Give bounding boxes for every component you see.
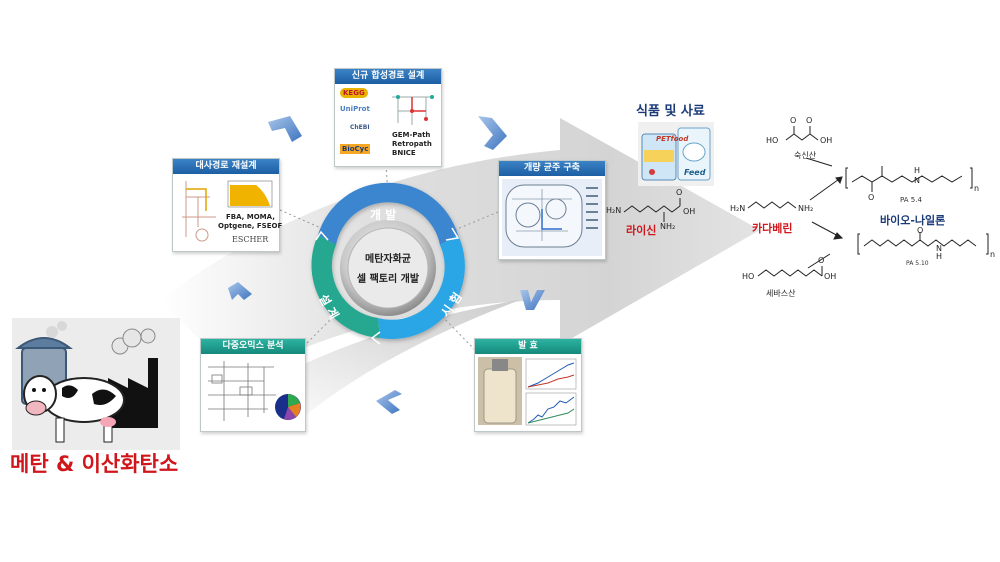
succinic-ho: HO bbox=[766, 136, 779, 145]
sebacic-ho: HO bbox=[742, 272, 755, 281]
card-multiomics-body bbox=[204, 357, 302, 428]
pet-food-label: PETfood bbox=[656, 135, 689, 143]
card-fermentation-title: 발 효 bbox=[475, 339, 581, 354]
methane-sources-illustration bbox=[12, 318, 180, 450]
pa54-h: H bbox=[914, 166, 921, 175]
cadaverine-structure bbox=[747, 201, 797, 209]
tool-retropath: Retropath bbox=[392, 140, 432, 148]
lysine-h2n: H₂N bbox=[606, 206, 622, 215]
succinic-structure bbox=[785, 126, 819, 141]
lysine-oh: OH bbox=[683, 207, 696, 216]
chebi-logo: ChEBI bbox=[350, 124, 370, 131]
sebacic-o: O bbox=[818, 256, 825, 265]
kegg-logo: KEGG bbox=[340, 88, 368, 98]
tool-bnice: BNICE bbox=[392, 149, 416, 157]
hub-title-line2: 셀 팩토리 개발 bbox=[356, 274, 420, 285]
pa510-o: O bbox=[917, 226, 924, 235]
lysine-o: O bbox=[676, 188, 683, 197]
fermentation-graphic bbox=[478, 357, 577, 426]
lower-swoosh bbox=[250, 300, 520, 420]
chevron-top-right bbox=[478, 116, 507, 150]
methane-co2-caption: 메탄 & 이산화탄소 bbox=[10, 452, 179, 476]
card-new-pathway-title: 신규 합성경로 설계 bbox=[335, 69, 441, 84]
card-metabolic-redesign-body: FBA, MOMA, Optgene, FSEOF ESCHER bbox=[176, 177, 282, 248]
card-new-pathway-body: KEGG UniProt ChEBI BioCyc GEM-Path Retro… bbox=[338, 87, 438, 163]
food-feed-products bbox=[638, 122, 714, 186]
card-fermentation-body bbox=[478, 357, 578, 428]
escher-logo: ESCHER bbox=[232, 235, 269, 244]
card-strain-construction: 개량 균주 구축 bbox=[498, 160, 606, 260]
food-feed-title: 식품 및 사료 bbox=[636, 104, 705, 119]
card-strain-title: 개량 균주 구축 bbox=[499, 161, 605, 176]
lysine-nh2: NH₂ bbox=[660, 222, 676, 231]
card-metabolic-redesign-title: 대사경로 재설계 bbox=[173, 159, 279, 174]
pathway-network-graphic bbox=[392, 95, 434, 125]
pa510-h: H bbox=[936, 252, 943, 261]
production-envelope-plot bbox=[227, 180, 273, 208]
succinic-o-left: O bbox=[790, 116, 797, 125]
cell-pathway-graphic bbox=[505, 184, 598, 248]
succinic-o-right: O bbox=[806, 116, 813, 125]
cow-icon bbox=[23, 375, 125, 443]
card-metabolic-redesign: 대사경로 재설계 FBA, MOMA, Optgene, FSEOF ESCHE… bbox=[172, 158, 282, 252]
succinic-label: 숙신산 bbox=[794, 151, 817, 160]
biocyc-logo: BioCyc bbox=[340, 144, 371, 154]
pa510-structure bbox=[857, 232, 989, 255]
cadaverine-label: 카다베린 bbox=[752, 222, 793, 235]
cycle-ring bbox=[311, 182, 465, 339]
reaction-arrows bbox=[805, 157, 844, 269]
pa54-o: O bbox=[868, 193, 875, 202]
sebacic-label: 세바스산 bbox=[766, 289, 796, 298]
ring-arrowheads bbox=[315, 227, 460, 345]
chevron-right-down bbox=[520, 290, 545, 310]
sebacic-structure bbox=[757, 266, 823, 277]
uniprot-logo: UniProt bbox=[340, 105, 370, 113]
cadaverine-nh2: NH₂ bbox=[798, 204, 814, 213]
card-new-pathway: 신규 합성경로 설계 KEGG UniProt ChEBI BioCyc GEM… bbox=[334, 68, 442, 167]
cadaverine-h2n: H₂N bbox=[730, 204, 746, 213]
methods-line1: FBA, MOMA, bbox=[226, 213, 275, 221]
lysine-label: 라이신 bbox=[626, 224, 657, 237]
chevron-left-up bbox=[228, 282, 252, 300]
pa510-sub-n: n bbox=[990, 250, 996, 259]
pa54-structure bbox=[845, 166, 973, 192]
pa54-sub-n: n bbox=[974, 184, 980, 193]
lysine-structure bbox=[623, 198, 681, 222]
card-fermentation: 발 효 bbox=[474, 338, 582, 432]
card-strain-body bbox=[502, 179, 602, 256]
omics-graphic bbox=[208, 361, 301, 421]
chevron-top-left bbox=[268, 116, 302, 142]
card-multiomics-title: 다중오믹스 분석 bbox=[201, 339, 305, 354]
card-multiomics: 다중오믹스 분석 bbox=[200, 338, 306, 432]
pa510-n: N bbox=[936, 244, 942, 253]
feed-label: Feed bbox=[684, 168, 706, 177]
tool-gem-path: GEM-Path bbox=[392, 131, 431, 139]
methods-line2: Optgene, FSEOF bbox=[218, 222, 283, 230]
metabolic-map-graphic bbox=[182, 181, 216, 242]
sebacic-oh: OH bbox=[824, 272, 837, 281]
succinic-oh: OH bbox=[820, 136, 833, 145]
ring-label-develop: 개 발 bbox=[370, 208, 397, 222]
pa510-label: PA 5.10 bbox=[906, 260, 929, 267]
pa54-n: N bbox=[914, 176, 920, 185]
chevron-bottom-left bbox=[376, 390, 402, 414]
center-hub-inner bbox=[347, 227, 429, 309]
pa54-label: PA 5.4 bbox=[900, 196, 922, 204]
flow-chevrons bbox=[228, 116, 545, 414]
bio-nylon-label: 바이오-나일론 bbox=[880, 214, 946, 227]
hub-title-line1: 메탄자화균 bbox=[365, 254, 411, 265]
